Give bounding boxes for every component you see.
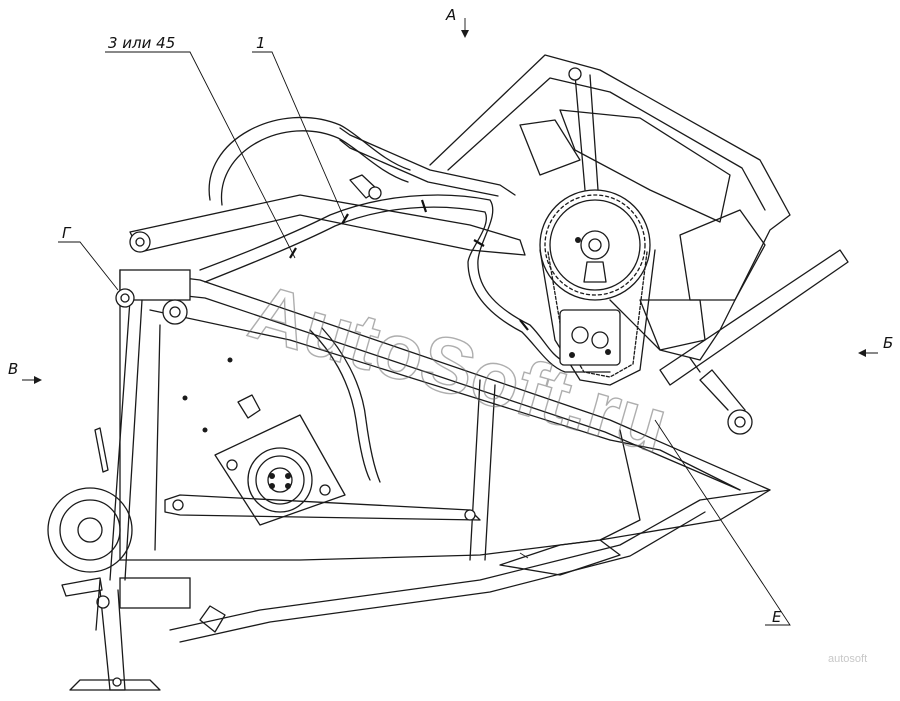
callout-e-label: Е xyxy=(772,608,782,626)
view-v-label: В xyxy=(8,360,18,378)
leader-lines xyxy=(22,18,878,626)
chain-sprocket xyxy=(539,189,656,386)
side-frame xyxy=(119,269,771,561)
hydraulic-hoses xyxy=(199,116,611,483)
part-1-label: 1 xyxy=(256,34,266,52)
view-b-label: Б xyxy=(883,334,893,352)
watermark-corner-text: autosoft xyxy=(828,653,867,665)
callout-g-label: Г xyxy=(62,224,72,242)
upper-arm xyxy=(129,174,526,256)
connecting-rod xyxy=(164,494,481,521)
left-support xyxy=(47,269,191,691)
labels: А Б В Г Е 1 3 или 45 xyxy=(8,6,893,626)
view-a-label: А xyxy=(445,6,456,24)
part-3-or-45-label: 3 или 45 xyxy=(108,34,175,52)
telescopic-strut xyxy=(659,249,849,435)
watermark: AutoSoft.ru autosoft xyxy=(240,266,868,665)
side-gearbox xyxy=(182,357,346,526)
cutter-bar xyxy=(169,489,771,643)
